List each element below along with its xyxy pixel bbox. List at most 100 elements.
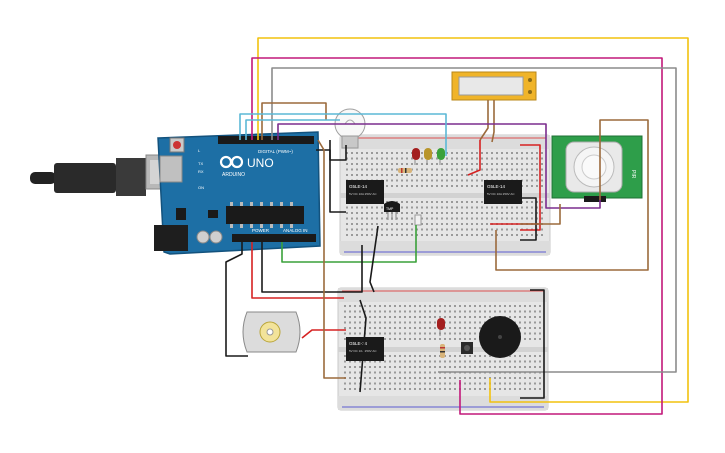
breadboard-hole [471, 179, 473, 182]
breadboard-hole [421, 168, 423, 171]
breadboard-hole [364, 377, 366, 379]
breadboard-hole [361, 234, 363, 236]
breadboard-hole [469, 360, 471, 363]
breadboard-hole [536, 174, 538, 176]
breadboard-hole [421, 152, 423, 154]
breadboard-hole [511, 206, 513, 209]
breadboard-hole [366, 152, 368, 154]
pushbutton [461, 342, 473, 354]
breadboard-hole [359, 327, 361, 329]
breadboard-hole [484, 310, 486, 313]
breadboard-hole [449, 355, 451, 357]
breadboard-hole [386, 168, 388, 171]
breadboard-hole [451, 201, 453, 203]
breadboard-hole [394, 327, 396, 329]
breadboard-hole [474, 366, 476, 368]
breadboard-hole [531, 212, 533, 214]
breadboard-hole [459, 321, 461, 324]
breadboard-hole [534, 316, 536, 318]
breadboard-hole [451, 223, 453, 225]
breadboard-hole [356, 223, 358, 225]
breadboard-hole [369, 305, 371, 307]
breadboard-hole [361, 206, 363, 209]
breadboard-hole [466, 212, 468, 214]
wire-brown-1 [261, 102, 327, 140]
breadboard-hole [504, 305, 506, 307]
breadboard-hole [451, 206, 453, 209]
breadboard-hole [436, 234, 438, 236]
breadboard-hole [454, 338, 456, 340]
breadboard-hole [414, 355, 416, 357]
breadboard-hole [474, 310, 476, 313]
breadboard-hole [429, 382, 431, 385]
breadboard-hole [359, 310, 361, 313]
breadboard-hole [456, 201, 458, 203]
breadboard-hole [356, 157, 358, 160]
breadboard-hole [449, 338, 451, 340]
breadboard-hole [469, 305, 471, 307]
breadboard-hole [494, 366, 496, 368]
breadboard-hole [401, 152, 403, 154]
breadboard-hole [349, 360, 351, 363]
breadboard-hole [476, 174, 478, 176]
breadboard-hole [359, 371, 361, 374]
breadboard-hole [389, 360, 391, 363]
breadboard-hole [364, 371, 366, 374]
breadboard-hole [499, 305, 501, 307]
breadboard-hole [464, 310, 466, 313]
breadboard-hole [369, 316, 371, 318]
breadboard-hole [416, 228, 418, 231]
breadboard-hole [434, 388, 436, 390]
breadboard-hole [356, 163, 358, 165]
breadboard-hole [511, 174, 513, 176]
breadboard-hole [346, 223, 348, 225]
breadboard-hole [479, 310, 481, 313]
breadboard-hole [509, 355, 511, 357]
breadboard-hole [351, 163, 353, 165]
breadboard-hole [414, 366, 416, 368]
breadboard-hole [374, 377, 376, 379]
breadboard-hole [414, 332, 416, 335]
breadboard-hole [406, 223, 408, 225]
breadboard-hole [389, 382, 391, 385]
breadboard-hole [526, 168, 528, 171]
breadboard-hole [539, 382, 541, 385]
breadboard-hole [426, 223, 428, 225]
breadboard-hole [369, 377, 371, 379]
breadboard-hole [479, 382, 481, 385]
breadboard-hole [431, 179, 433, 182]
breadboard-hole [446, 234, 448, 236]
breadboard-hole [409, 316, 411, 318]
breadboard-hole [504, 377, 506, 379]
breadboard-hole [534, 366, 536, 368]
breadboard-hole [446, 163, 448, 165]
breadboard-hole [384, 355, 386, 357]
breadboard-hole [446, 174, 448, 176]
breadboard-hole [474, 316, 476, 318]
breadboard-hole [479, 355, 481, 357]
breadboard-hole [344, 321, 346, 324]
breadboard-hole [364, 305, 366, 307]
breadboard-hole [496, 217, 498, 220]
breadboard-hole [516, 212, 518, 214]
breadboard-hole [539, 305, 541, 307]
breadboard-hole [459, 377, 461, 379]
breadboard-hole [441, 212, 443, 214]
breadboard-hole [369, 382, 371, 385]
breadboard-hole [426, 212, 428, 214]
breadboard-hole [361, 217, 363, 220]
breadboard-hole [529, 355, 531, 357]
breadboard-hole [399, 316, 401, 318]
breadboard-hole [481, 201, 483, 203]
breadboard-hole [374, 332, 376, 335]
breadboard-hole [381, 212, 383, 214]
breadboard-hole [406, 217, 408, 220]
breadboard-hole [474, 355, 476, 357]
breadboard-hole [454, 355, 456, 357]
breadboard-hole [416, 179, 418, 182]
breadboard-hole [394, 360, 396, 363]
breadboard-hole [476, 217, 478, 220]
breadboard-hole [421, 223, 423, 225]
wire-red-2 [301, 329, 346, 339]
breadboard-hole [401, 163, 403, 165]
